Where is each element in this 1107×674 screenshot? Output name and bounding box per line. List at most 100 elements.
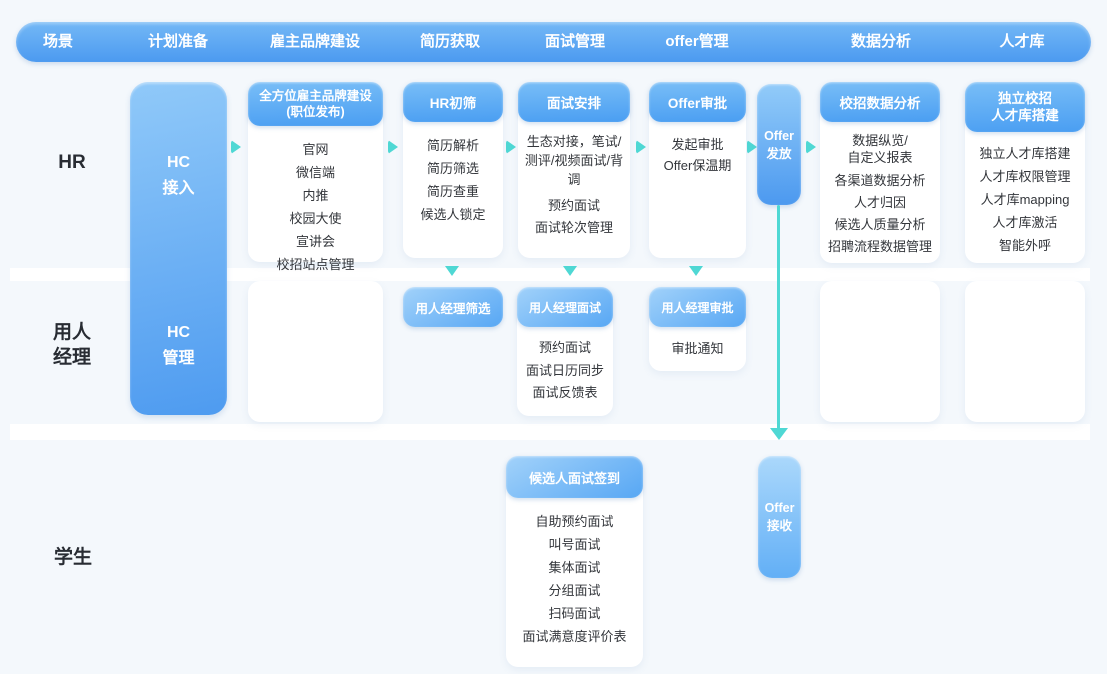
flow-arrow-down-icon <box>563 266 577 276</box>
stage-offer-mgmt: offer管理 <box>665 33 729 50</box>
interview-arrangement-items: 生态对接，笔试/测评/视频面试/背调 预约面试 面试轮次管理 <box>518 132 630 239</box>
card-employer-brand: 全方位雇主品牌建设 (职位发布) 官网 微信端 内推 校园大使 宣讲会 校招站点… <box>248 82 383 272</box>
manager-interview-items: 预约面试 面试日历同步 面试反馈表 <box>517 337 613 405</box>
feature-item: 内推 <box>302 188 329 203</box>
pill-label: Offer审批 <box>667 96 728 111</box>
flow-arrow-down-icon <box>689 266 703 276</box>
feature-item: 叫号面试 <box>548 537 601 552</box>
hc-manage-label: HC 管理 <box>162 324 195 367</box>
feature-item: 审批通知 <box>671 341 724 356</box>
pill-label: HR初筛 <box>429 96 477 111</box>
feature-item: 面试满意度评价表 <box>522 629 627 644</box>
hc-access-label: HC 接入 <box>162 154 195 197</box>
card-interview-arrangement: 面试安排 生态对接，笔试/测评/视频面试/背调 预约面试 面试轮次管理 <box>518 82 630 258</box>
card-manager-interview: 用人经理面试 预约面试 面试日历同步 面试反馈表 <box>517 287 613 416</box>
feature-item: 面试轮次管理 <box>534 220 613 235</box>
pill-recruiting-analytics-title: 校招数据分析 <box>820 82 940 122</box>
stage-header-bar: 场景 计划准备 雇主品牌建设 简历获取 面试管理 offer管理 数据分析 人才… <box>16 22 1091 62</box>
flow-arrow-down-icon <box>769 428 788 440</box>
offer-approval-items: 发起审批 Offer保温期 <box>649 134 746 176</box>
employer-brand-items: 官网 微信端 内推 校园大使 宣讲会 校招站点管理 <box>248 138 383 276</box>
flow-arrow-right-icon <box>636 140 646 154</box>
feature-item: 简历查重 <box>426 184 479 199</box>
pill-label: 面试安排 <box>547 96 601 111</box>
lane-label-hiring-manager: 用人 经理 <box>52 322 92 368</box>
lane-separator-hr-manager <box>10 268 1090 281</box>
feature-item: 人才归因 <box>853 195 906 210</box>
pill-label: Offer 发放 <box>764 128 794 161</box>
feature-item: 面试日历同步 <box>525 362 604 378</box>
pill-manager-screening: 用人经理筛选 <box>403 287 503 327</box>
recruiting-analytics-items: 数据纵览/ 自定义报表 各渠道数据分析 人才归因 候选人质量分析 招聘流程数据管… <box>820 132 940 258</box>
feature-item: 发起审批 <box>671 137 724 152</box>
pill-candidate-checkin-title: 候选人面试签到 <box>506 456 643 498</box>
feature-item: 招聘流程数据管理 <box>827 239 932 254</box>
feature-item: 预约面试 <box>538 340 591 355</box>
pill-label: 候选人面试签到 <box>528 470 620 486</box>
pill-talent-pool-title: 独立校招 人才库搭建 <box>965 82 1085 132</box>
pill-label: 全方位雇主品牌建设 (职位发布) <box>259 89 372 119</box>
pill-label: 用人经理筛选 <box>415 301 491 316</box>
lane-label-student: 学生 <box>53 547 93 568</box>
talent-pool-items: 独立人才库搭建 人才库权限管理 人才库mapping 人才库激活 智能外呼 <box>965 142 1085 257</box>
card-recruiting-analytics: 校招数据分析 数据纵览/ 自定义报表 各渠道数据分析 人才归因 候选人质量分析 … <box>820 82 940 263</box>
hc-box: HC 接入 HC 管理 <box>130 82 227 415</box>
card-candidate-interview-checkin: 候选人面试签到 自助预约面试 叫号面试 集体面试 分组面试 扫码面试 面试满意度… <box>506 456 643 667</box>
card-talent-pool-manager-empty <box>965 281 1085 422</box>
candidate-checkin-items: 自助预约面试 叫号面试 集体面试 分组面试 扫码面试 面试满意度评价表 <box>506 510 643 648</box>
pill-label: Offer 接收 <box>764 501 795 533</box>
pill-label: 用人经理面试 <box>528 300 601 315</box>
lane-separator-manager-student <box>10 424 1090 440</box>
lane-label-hr: HR <box>58 152 86 173</box>
feature-item: 扫码面试 <box>548 606 601 621</box>
feature-item: 预约面试 <box>547 198 600 213</box>
feature-item: 各渠道数据分析 <box>834 173 926 188</box>
pill-label: 校招数据分析 <box>839 96 921 111</box>
feature-item: 简历筛选 <box>426 161 479 176</box>
feature-item: 简历解析 <box>426 138 479 153</box>
feature-item: 自助预约面试 <box>535 514 614 529</box>
stage-scene: 场景 <box>42 33 74 50</box>
feature-item: 人才库激活 <box>992 215 1058 230</box>
feature-item: 宣讲会 <box>295 234 335 249</box>
hr-screening-items: 简历解析 简历筛选 简历查重 候选人锁定 <box>403 134 503 226</box>
feature-item: 人才库mapping <box>980 192 1070 207</box>
feature-item: Offer保温期 <box>663 158 732 173</box>
pill-manager-approval-title: 用人经理审批 <box>649 287 746 327</box>
feature-item: 生态对接，笔试/测评/视频面试/背调 <box>524 134 624 187</box>
manager-approval-items: 审批通知 <box>649 337 746 360</box>
card-manager-approval: 用人经理审批 审批通知 <box>649 287 746 371</box>
pill-manager-interview-title: 用人经理面试 <box>517 287 613 327</box>
feature-item: 人才库权限管理 <box>979 169 1071 184</box>
pill-employer-brand-title: 全方位雇主品牌建设 (职位发布) <box>248 82 383 126</box>
pill-offer-receive: Offer 接收 <box>758 456 801 578</box>
flow-arrow-right-icon <box>806 140 816 154</box>
stage-data-analysis: 数据分析 <box>850 33 912 50</box>
flow-arrow-right-icon <box>231 140 241 154</box>
stage-plan-prep: 计划准备 <box>147 33 209 50</box>
feature-item: 校园大使 <box>289 211 342 226</box>
pill-offer-approval-title: Offer审批 <box>649 82 746 122</box>
stage-talent-pool: 人才库 <box>999 33 1045 50</box>
stage-resume-acquisition: 简历获取 <box>419 33 481 50</box>
flow-arrow-down-icon <box>445 266 459 276</box>
offer-flow-connector-line <box>777 205 780 429</box>
feature-item: 数据纵览/ 自定义报表 <box>847 133 913 165</box>
feature-item: 分组面试 <box>548 583 601 598</box>
stage-employer-brand: 雇主品牌建设 <box>269 33 361 50</box>
feature-item: 候选人质量分析 <box>834 217 926 232</box>
feature-item: 候选人锁定 <box>420 207 486 222</box>
card-employer-brand-manager-empty <box>248 281 383 422</box>
pill-offer-issue: Offer 发放 <box>757 84 801 205</box>
feature-item: 集体面试 <box>548 560 601 575</box>
pill-label: 用人经理审批 <box>661 300 734 315</box>
pill-interview-arrangement-title: 面试安排 <box>518 82 630 122</box>
feature-item: 面试反馈表 <box>532 385 598 400</box>
feature-item: 官网 <box>302 142 329 157</box>
flow-arrow-right-icon <box>747 140 757 154</box>
feature-item: 智能外呼 <box>998 238 1051 253</box>
card-offer-approval: Offer审批 发起审批 Offer保温期 <box>649 82 746 258</box>
stage-interview-mgmt: 面试管理 <box>544 33 606 50</box>
pill-hr-screening-title: HR初筛 <box>403 82 503 122</box>
